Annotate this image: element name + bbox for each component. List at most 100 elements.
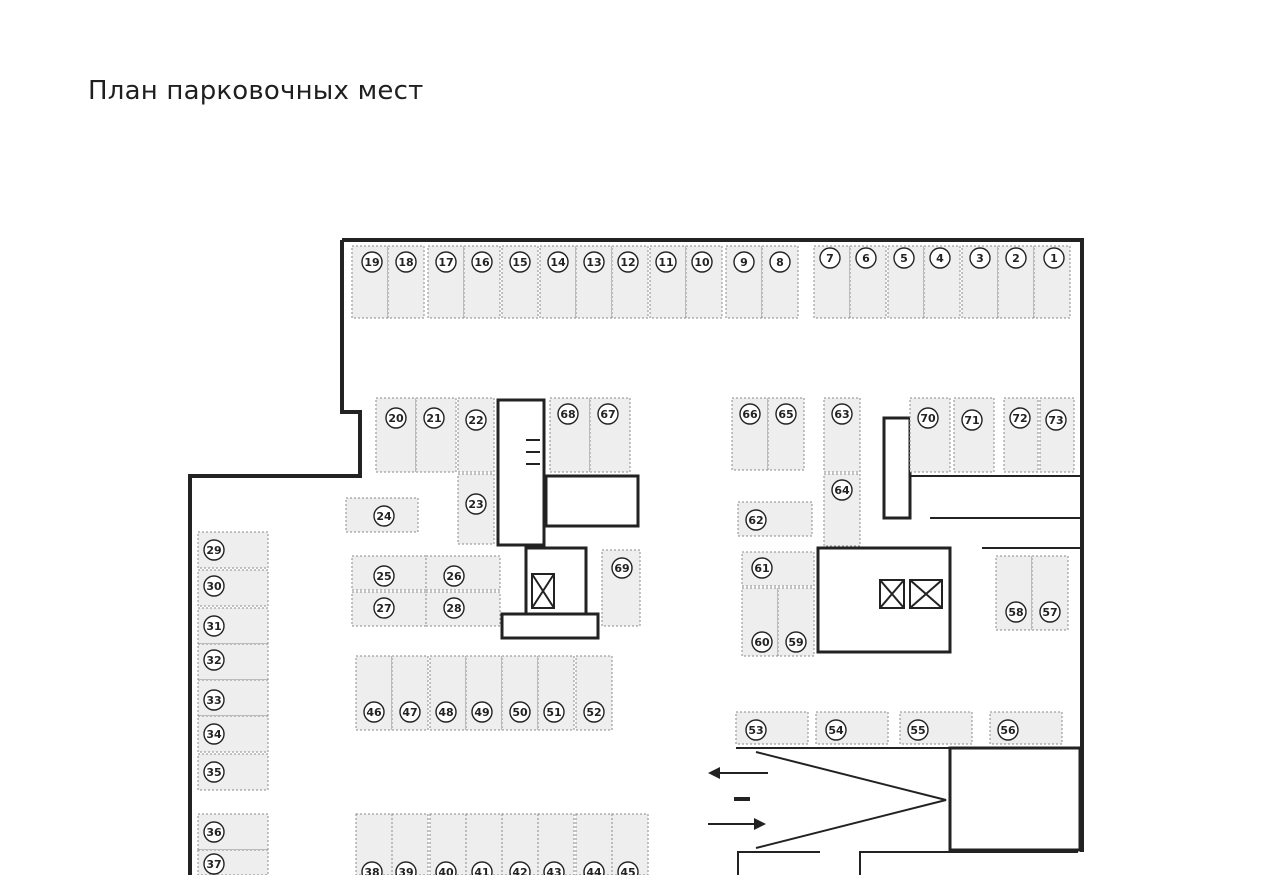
spot-number-badge	[203, 723, 225, 745]
parking-spot[interactable]: 34	[197, 715, 269, 753]
parking-spot[interactable]: 12	[611, 245, 649, 319]
spot-number-badge	[471, 701, 493, 723]
parking-spot[interactable]: 65	[767, 397, 805, 471]
parking-spot[interactable]: 25	[351, 555, 427, 591]
parking-spot[interactable]: 11	[649, 245, 687, 319]
parking-spot[interactable]: 69	[601, 549, 641, 627]
parking-spot[interactable]: 43	[537, 813, 575, 875]
parking-spot[interactable]: 1	[1033, 245, 1071, 319]
parking-spot[interactable]: 18	[387, 245, 425, 319]
parking-spot[interactable]: 70	[909, 397, 951, 473]
parking-spot[interactable]: 49	[465, 655, 503, 731]
parking-spot[interactable]: 72	[1003, 397, 1039, 473]
spot-number: 50	[512, 706, 528, 719]
parking-spot[interactable]: 38	[355, 813, 393, 875]
parking-spot[interactable]: 41	[465, 813, 503, 875]
parking-spot[interactable]: 50	[501, 655, 539, 731]
spot-number-badge	[385, 407, 407, 429]
parking-spot[interactable]: 7	[813, 245, 851, 319]
parking-spot[interactable]: 37	[197, 849, 269, 875]
spot-number-badge	[583, 861, 605, 875]
parking-spot[interactable]: 44	[575, 813, 613, 875]
parking-spot[interactable]: 42	[501, 813, 539, 875]
spot-number-badge	[471, 861, 493, 875]
parking-spot[interactable]: 66	[731, 397, 769, 471]
parking-spot[interactable]: 17	[427, 245, 465, 319]
parking-spot[interactable]: 55	[899, 711, 973, 745]
parking-spot[interactable]: 63	[823, 397, 861, 473]
spot-number-badge	[819, 247, 841, 269]
spot-number-badge	[465, 493, 487, 515]
spot-number: 63	[834, 408, 849, 421]
parking-spot[interactable]: 10	[685, 245, 723, 319]
parking-spot[interactable]: 64	[823, 473, 861, 547]
parking-spot[interactable]: 53	[735, 711, 809, 745]
parking-spot[interactable]: 20	[375, 397, 417, 473]
parking-spot[interactable]: 22	[457, 397, 495, 473]
parking-spot[interactable]: 56	[989, 711, 1063, 745]
parking-spot[interactable]: 33	[197, 679, 269, 717]
parking-spot[interactable]: 71	[953, 397, 995, 473]
parking-spot[interactable]: 47	[391, 655, 429, 731]
parking-spot[interactable]: 31	[197, 607, 269, 645]
parking-spot[interactable]: 24	[345, 497, 419, 533]
parking-spot[interactable]: 26	[425, 555, 501, 591]
parking-spot[interactable]: 35	[197, 753, 269, 791]
spot-number: 71	[964, 414, 979, 427]
spot-number-badge	[583, 251, 605, 273]
parking-spot[interactable]: 67	[589, 397, 631, 473]
parking-spot[interactable]: 39	[391, 813, 429, 875]
parking-spot[interactable]: 4	[923, 245, 961, 319]
parking-spot[interactable]: 58	[995, 555, 1033, 631]
spot-number: 25	[376, 570, 391, 583]
parking-spot[interactable]: 8	[761, 245, 799, 319]
parking-spot[interactable]: 54	[815, 711, 889, 745]
parking-spot[interactable]: 29	[197, 531, 269, 569]
spot-number-badge	[997, 719, 1019, 741]
spot-number: 36	[206, 826, 222, 839]
parking-spot[interactable]: 45	[611, 813, 649, 875]
spot-number-badge	[203, 539, 225, 561]
parking-spot[interactable]: 73	[1039, 397, 1075, 473]
parking-spot[interactable]: 60	[741, 587, 779, 657]
stair-core-right	[816, 416, 1080, 654]
spot-number: 38	[364, 866, 379, 875]
parking-spot[interactable]: 62	[737, 501, 813, 537]
parking-spot[interactable]: 13	[575, 245, 613, 319]
parking-spot[interactable]: 5	[887, 245, 925, 319]
parking-spot[interactable]: 27	[351, 591, 427, 627]
parking-spot[interactable]: 48	[429, 655, 467, 731]
spot-number-badge	[751, 557, 773, 579]
spot-number-badge	[399, 701, 421, 723]
parking-spot[interactable]: 21	[415, 397, 457, 473]
parking-spot[interactable]: 57	[1031, 555, 1069, 631]
parking-spot[interactable]: 59	[777, 587, 815, 657]
spot-number: 10	[694, 256, 710, 269]
parking-spot[interactable]: 9	[725, 245, 763, 319]
parking-spot[interactable]: 68	[549, 397, 591, 473]
spot-number-badge	[443, 597, 465, 619]
parking-spot[interactable]: 6	[849, 245, 887, 319]
parking-spot-area	[351, 591, 427, 627]
parking-spot[interactable]: 23	[457, 473, 495, 545]
parking-spot[interactable]: 2	[997, 245, 1035, 319]
parking-spot[interactable]: 51	[537, 655, 575, 731]
parking-spot[interactable]: 15	[501, 245, 539, 319]
parking-spot[interactable]: 19	[351, 245, 389, 319]
parking-spot[interactable]: 28	[425, 591, 501, 627]
parking-spot[interactable]: 36	[197, 813, 269, 851]
spot-number: 70	[920, 412, 936, 425]
parking-spot[interactable]: 61	[741, 551, 815, 587]
parking-spot[interactable]: 30	[197, 569, 269, 607]
spot-number: 5	[900, 252, 908, 265]
parking-spot[interactable]: 52	[575, 655, 613, 731]
parking-spot[interactable]: 32	[197, 643, 269, 681]
parking-spot[interactable]: 46	[355, 655, 393, 731]
parking-spot[interactable]: 40	[429, 813, 467, 875]
parking-spot[interactable]: 3	[961, 245, 999, 319]
spot-number-badge	[775, 403, 797, 425]
parking-spot[interactable]: 16	[463, 245, 501, 319]
spot-number: 26	[446, 570, 462, 583]
parking-spot[interactable]: 14	[539, 245, 577, 319]
spot-number: 58	[1008, 606, 1023, 619]
